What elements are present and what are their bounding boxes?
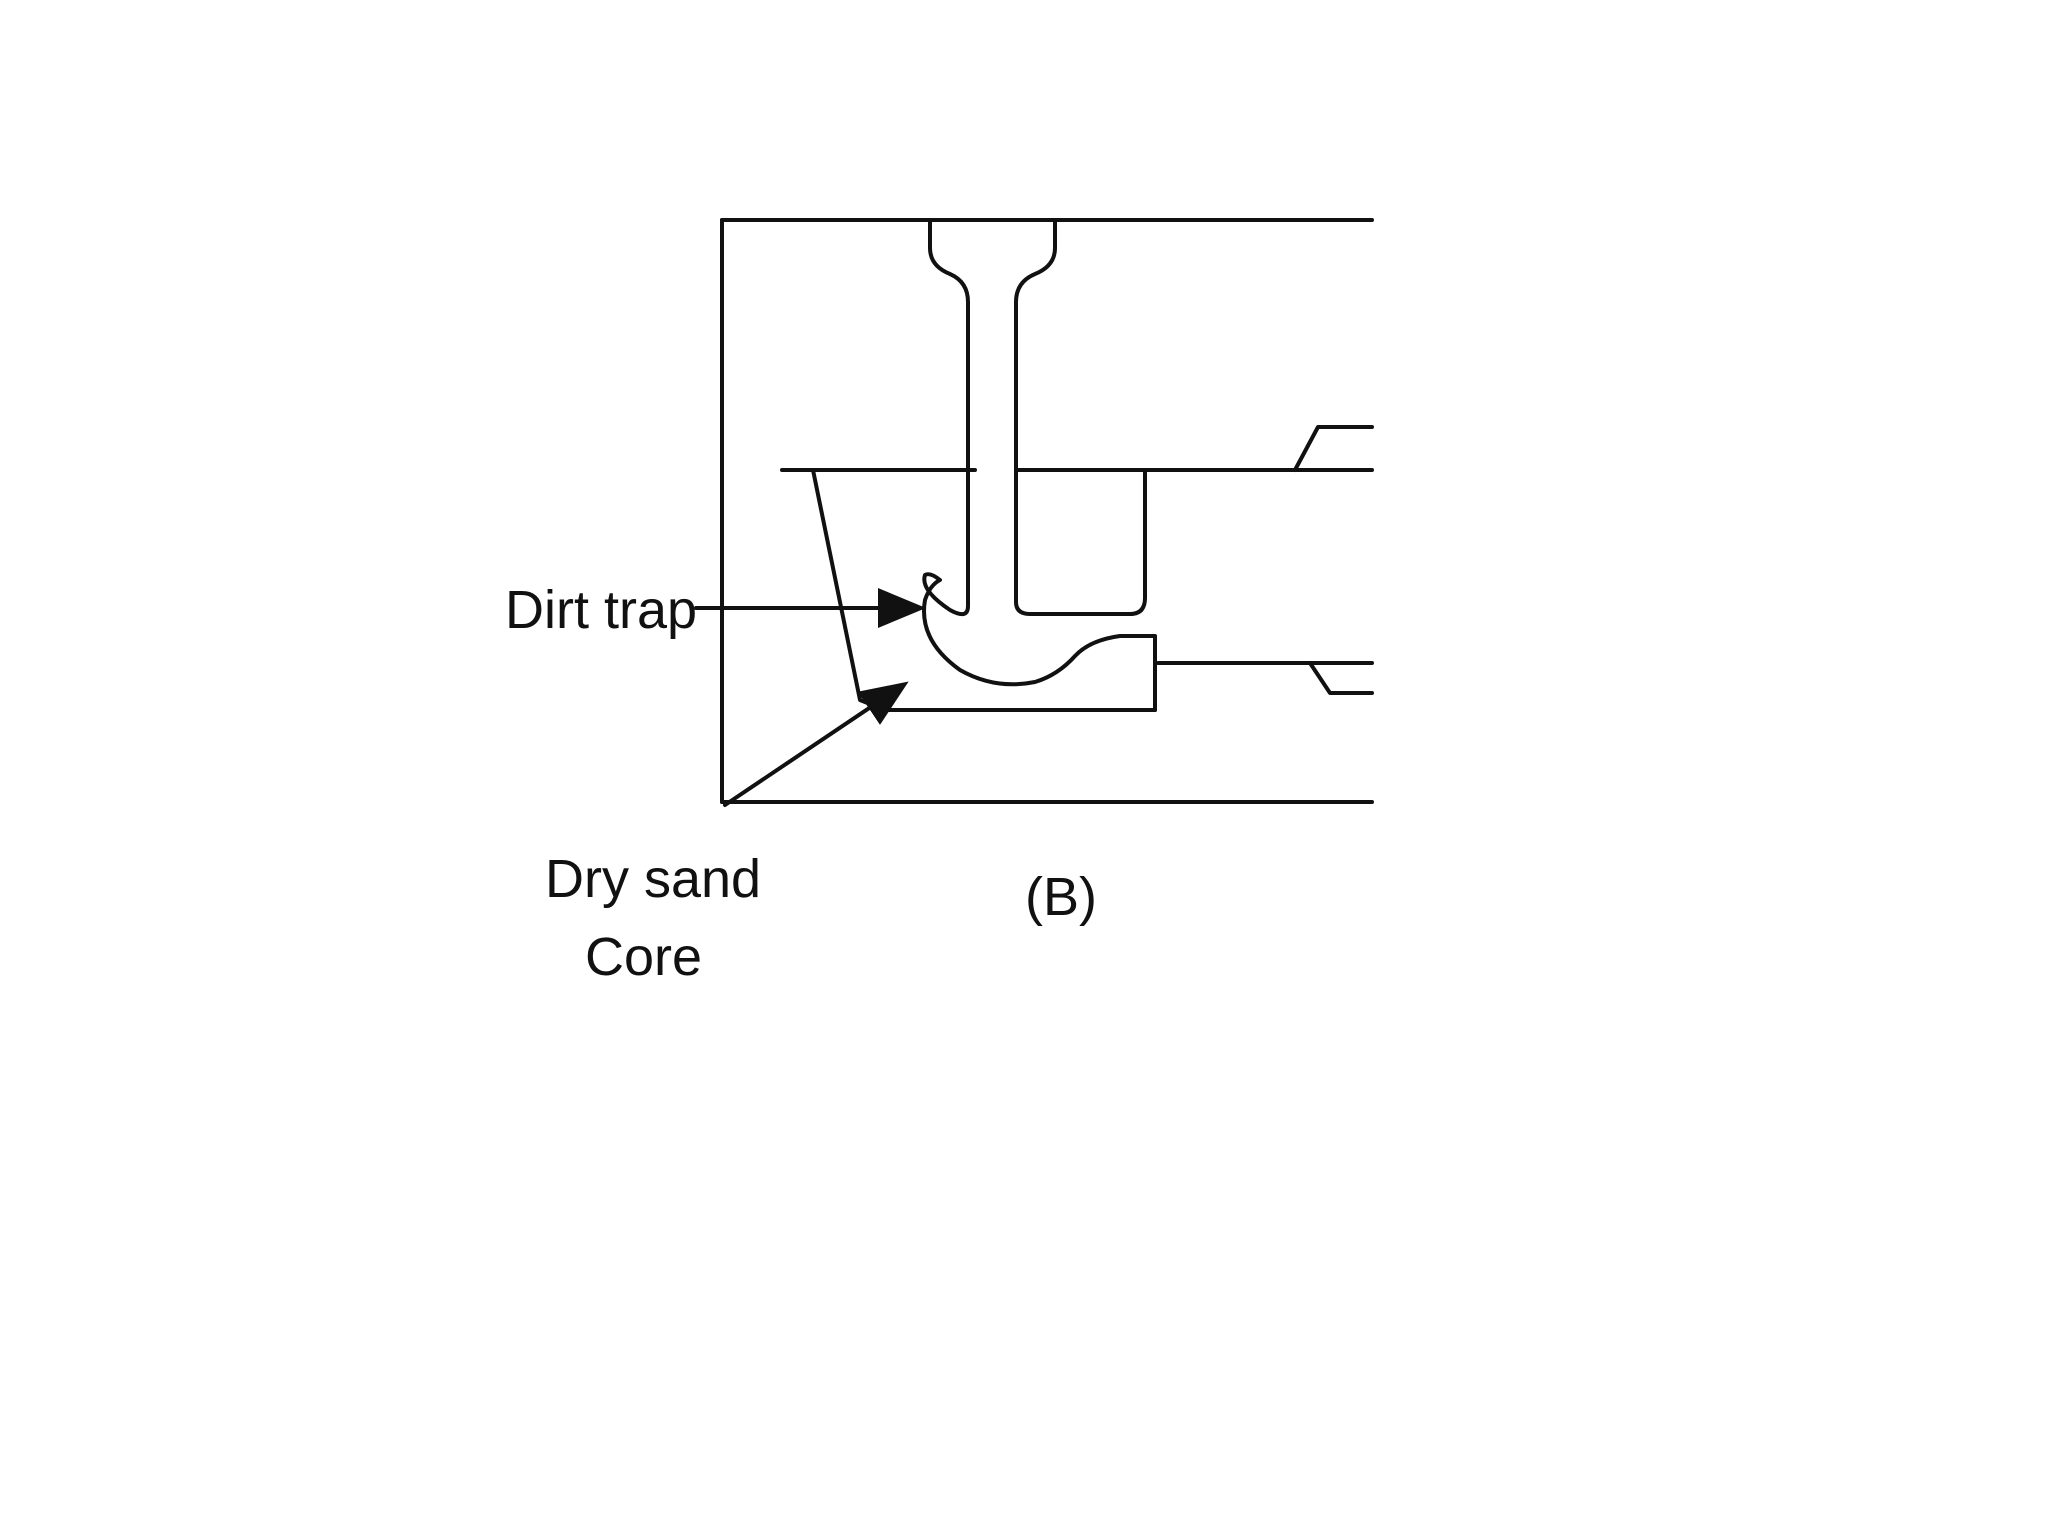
dry-sand-core-outline bbox=[811, 468, 1157, 712]
figure-label: (B) bbox=[1025, 867, 1097, 927]
dry-sand-core-label-line1: Dry sand bbox=[545, 849, 761, 909]
dry-sand-core-label-line2: Core bbox=[585, 927, 702, 987]
dry-sand-core-leader-arrow bbox=[723, 681, 909, 807]
mould-box bbox=[720, 218, 1374, 804]
runner-step-lower bbox=[1308, 661, 1374, 695]
sprue-and-runner bbox=[922, 220, 1157, 712]
sprue-right-wall bbox=[1014, 220, 1147, 616]
parting-line bbox=[780, 425, 1374, 472]
parting-step-upper bbox=[1293, 425, 1374, 472]
dirt-trap-label: Dirt trap bbox=[505, 580, 697, 640]
runner-extension bbox=[1156, 661, 1374, 695]
